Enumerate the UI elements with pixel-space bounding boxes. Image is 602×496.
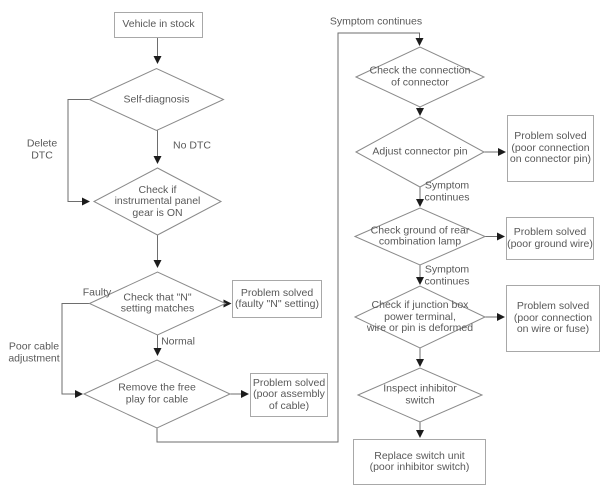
decision-self-diagnosis-shape	[88, 67, 225, 132]
decision-inspect-inhibitor-shape	[356, 367, 484, 423]
decision-free-play-shape	[82, 359, 232, 429]
node-solved-n-setting: Problem solved (faulty "N" setting)	[232, 280, 322, 318]
connector-edges	[61, 32, 506, 443]
decision-check-ground-shape	[353, 207, 487, 266]
node-solved-ground-wire: Problem solved (poor ground wire)	[506, 217, 594, 260]
decision-panel-gear-shape	[92, 167, 223, 236]
node-solved-connector-pin: Problem solved (poor connection on conne…	[507, 115, 594, 182]
decision-check-connection-shape	[354, 46, 486, 108]
node-solved-wire-fuse: Problem solved (poor connection on wire …	[506, 285, 600, 352]
edge-symptom-continues-loop	[156, 32, 424, 443]
decision-adjust-pin-shape	[354, 116, 486, 188]
decision-shapes	[82, 46, 487, 429]
edge-delete-dtc-loop	[67, 99, 90, 206]
node-vehicle-in-stock: Vehicle in stock	[114, 12, 203, 38]
node-replace-switch: Replace switch unit (poor inhibitor swit…	[353, 439, 486, 485]
decision-n-setting-shape	[88, 271, 227, 336]
edge-faulty-loop	[61, 303, 90, 398]
node-solved-assembly: Problem solved (poor assembly of cable)	[250, 373, 328, 417]
decision-junction-box-shape	[353, 285, 487, 349]
